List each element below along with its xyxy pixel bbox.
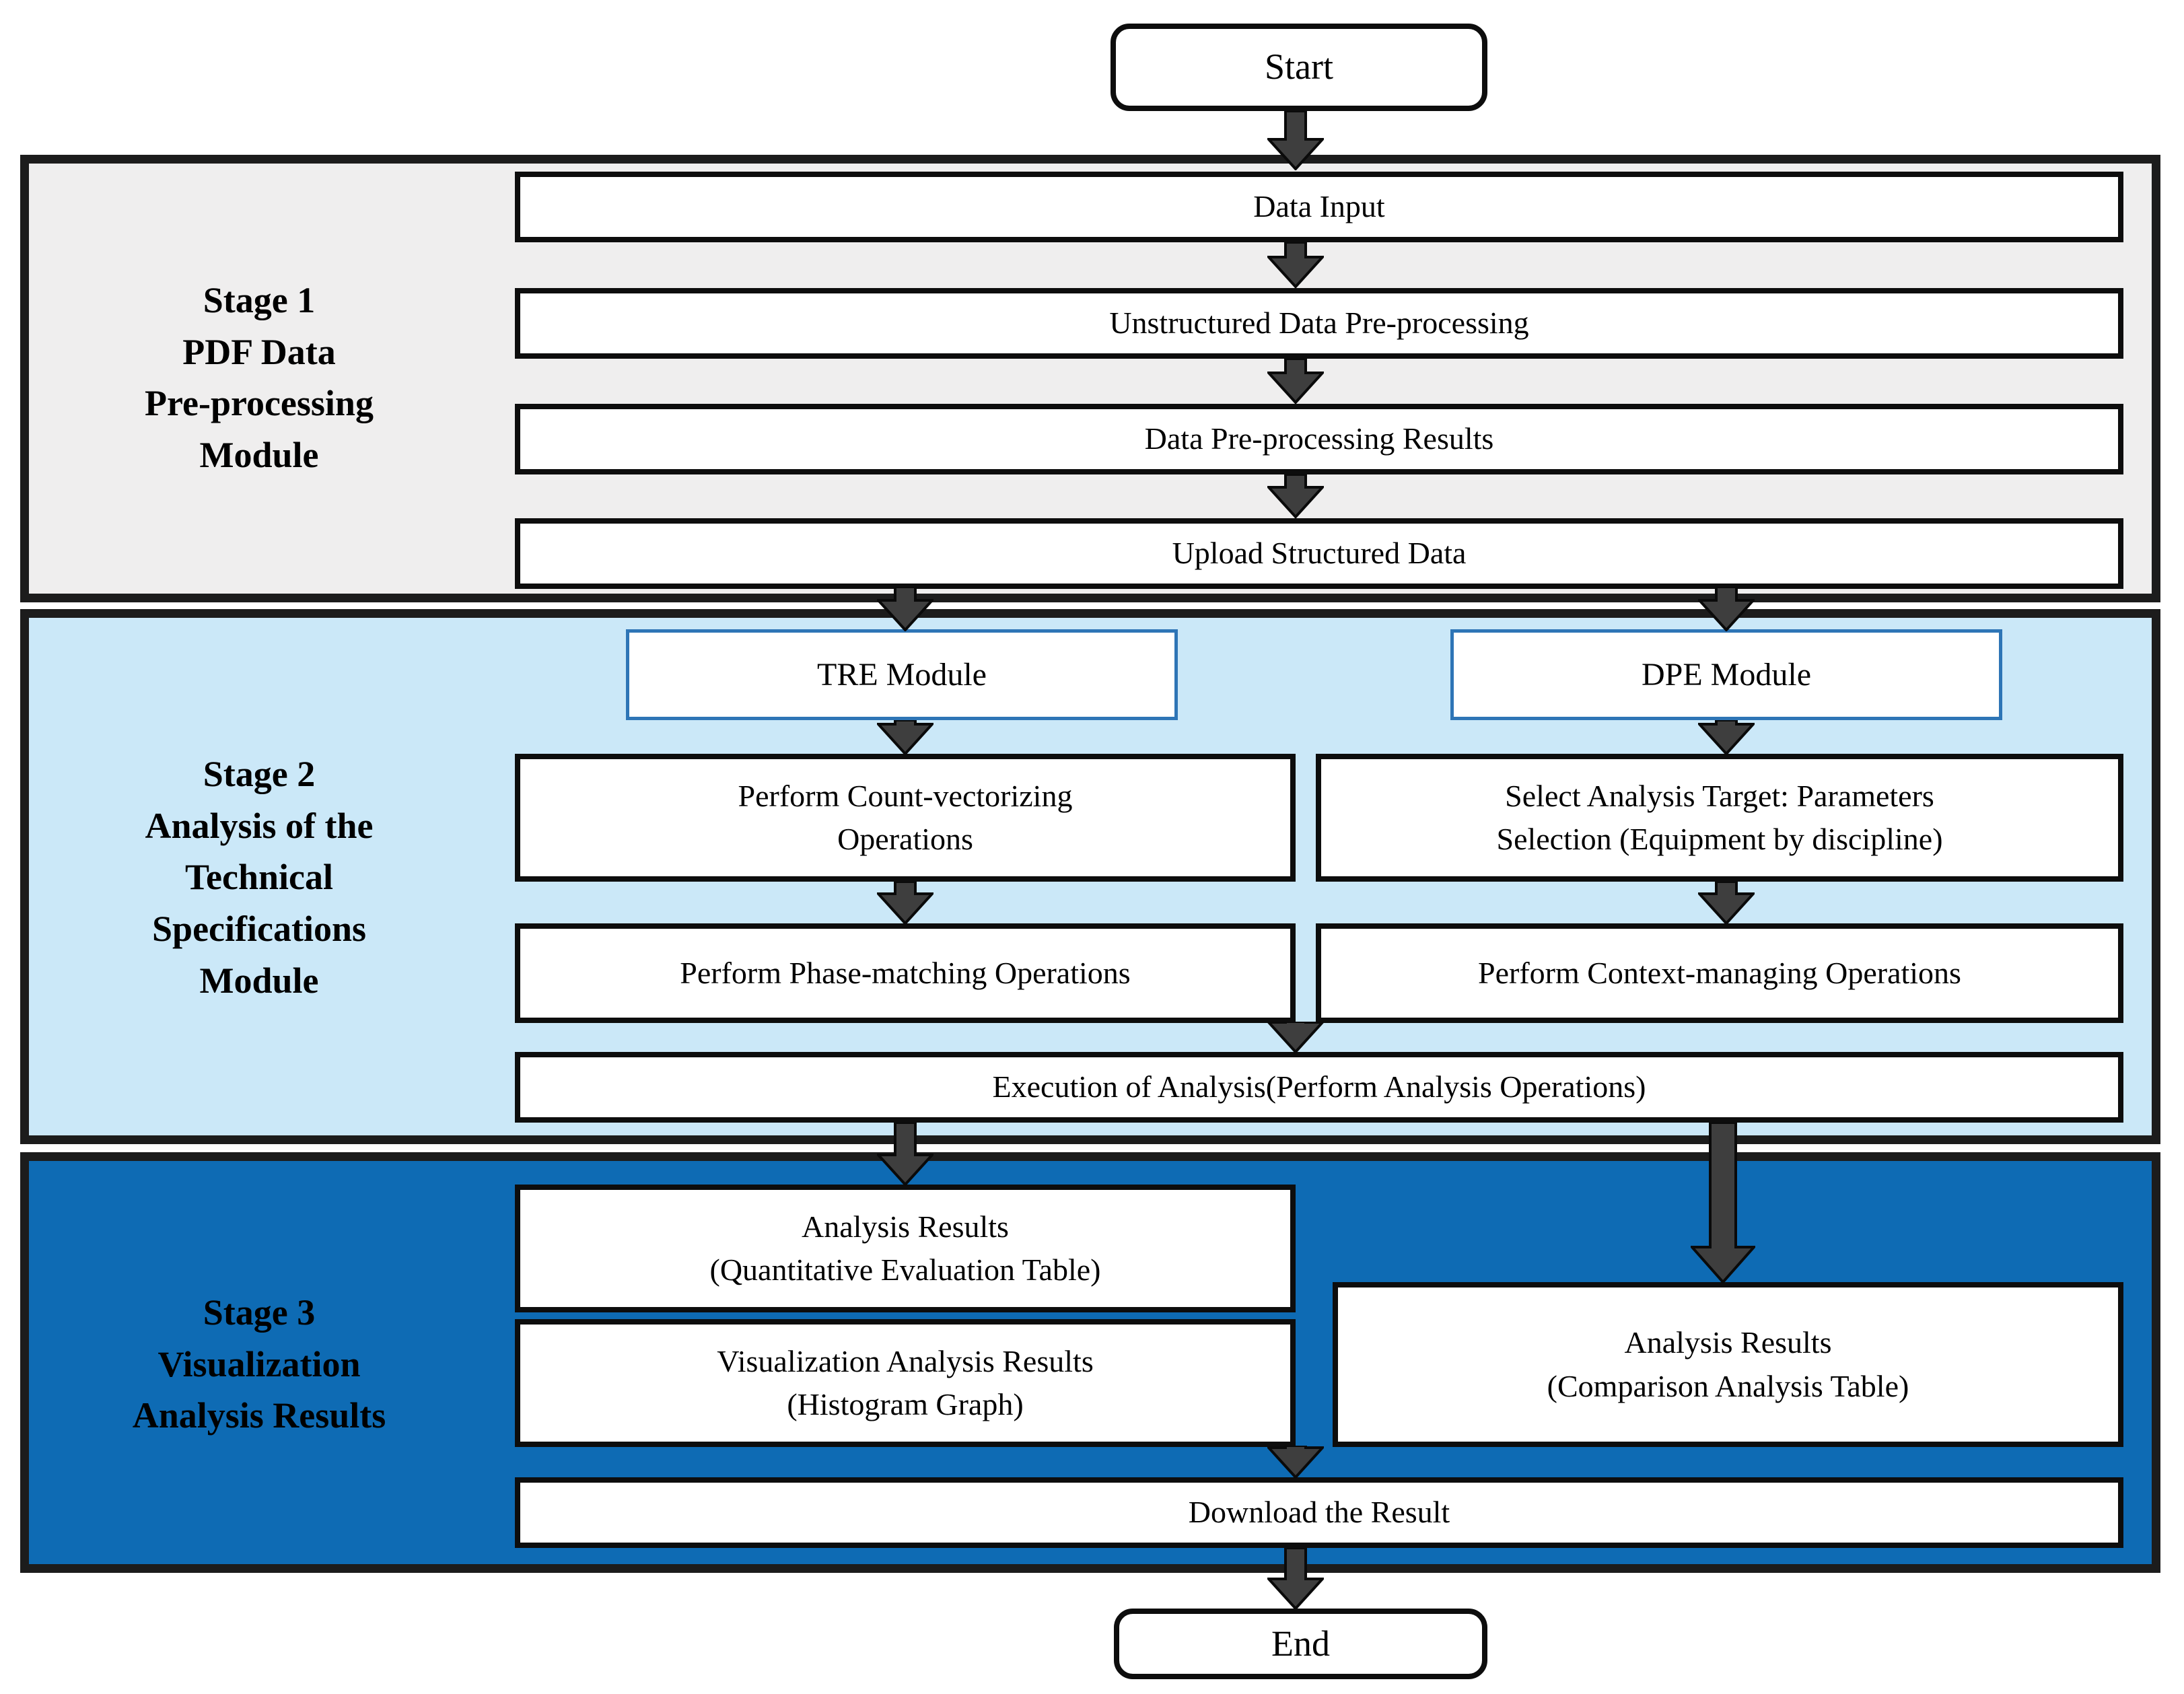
stage2-label: Stage 2 Analysis of the Technical Specif… <box>145 754 374 1001</box>
down-arrow-icon-start-to-stage1 <box>1267 111 1324 170</box>
down-arrow-icon-selecttarget-to-contextmanaging <box>1698 882 1755 925</box>
stage1-label: Stage 1 PDF Data Pre-processing Module <box>145 280 374 476</box>
box-analysis-results-comparison: Analysis Results (Comparison Analysis Ta… <box>1333 1282 2123 1447</box>
box-analysis-results-quantitative: Analysis Results (Quantitative Evaluatio… <box>515 1185 1296 1312</box>
box-data-input: Data Input <box>515 172 2123 242</box>
down-arrow-icon-upload-to-dpe <box>1698 587 1755 631</box>
box-count-vectorizing: Perform Count-vectorizing Operations <box>515 754 1296 882</box>
down-arrow-icon-download-to-end <box>1267 1548 1324 1610</box>
down-arrow-icon-countvectorizing-to-phasematching <box>877 882 934 925</box>
down-arrow-icon-tre-to-countvectorizing <box>877 720 934 755</box>
box-execution-analysis: Execution of Analysis(Perform Analysis O… <box>515 1052 2123 1123</box>
down-arrow-icon-unstructured-to-results <box>1267 359 1324 404</box>
down-arrow-icon-execution-to-comparison <box>1691 1123 1755 1283</box>
box-visualization-histogram: Visualization Analysis Results (Histogra… <box>515 1319 1296 1447</box>
down-arrow-icon-datainput-to-unstructured <box>1267 242 1324 288</box>
box-tre-module: TRE Module <box>626 629 1178 720</box>
box-data-preprocessing-results: Data Pre-processing Results <box>515 404 2123 474</box>
box-context-managing: Perform Context-managing Operations <box>1316 923 2123 1023</box>
box-dpe-module: DPE Module <box>1450 629 2002 720</box>
box-unstructured-data-preprocessing: Unstructured Data Pre-processing <box>515 288 2123 359</box>
down-arrow-icon-upload-to-tre <box>877 587 934 631</box>
down-arrow-icon-to-download <box>1267 1446 1324 1479</box>
down-arrow-icon-execution-to-quantitative <box>877 1123 934 1186</box>
down-arrow-icon-dpe-to-selecttarget <box>1698 720 1755 755</box>
box-phase-matching: Perform Phase-matching Operations <box>515 923 1296 1023</box>
box-download-result: Download the Result <box>515 1477 2123 1548</box>
down-arrow-icon-results-to-upload <box>1267 474 1324 518</box>
start-node: Start <box>1111 24 1487 111</box>
down-arrow-icon-to-execution <box>1267 1022 1324 1053</box>
end-node: End <box>1114 1609 1487 1679</box>
box-select-analysis-target: Select Analysis Target: Parameters Selec… <box>1316 754 2123 882</box>
stage3-label: Stage 3 Visualization Analysis Results <box>132 1292 386 1436</box>
box-upload-structured-data: Upload Structured Data <box>515 518 2123 589</box>
